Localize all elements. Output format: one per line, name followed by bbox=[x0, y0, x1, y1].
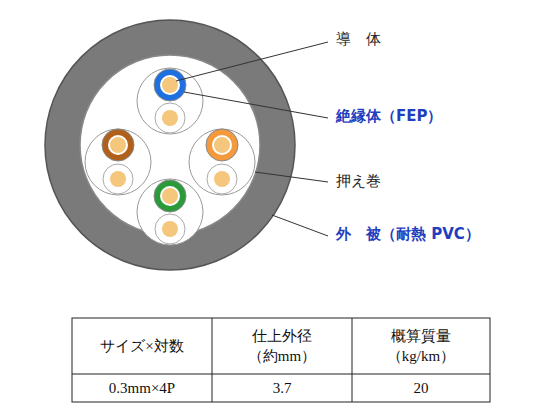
binder-tape bbox=[80, 55, 260, 235]
part-label: 絶縁体（FEP） bbox=[336, 107, 443, 125]
part-label: 外 被（耐熱 PVC） bbox=[336, 225, 480, 243]
part-label: 押え巻 bbox=[336, 172, 381, 190]
outer-sheath bbox=[45, 20, 295, 270]
spec-table bbox=[72, 318, 490, 402]
insulated-conductors bbox=[102, 69, 238, 244]
part-label: 導 体 bbox=[336, 30, 381, 48]
table-cell: サイズ×対数 bbox=[72, 336, 212, 356]
leader-lines bbox=[176, 42, 328, 236]
table-cell: 20 bbox=[352, 378, 490, 398]
table-cell: 0.3mm×4P bbox=[72, 378, 212, 398]
table-cell: 3.7 bbox=[212, 378, 352, 398]
table-cell: 概算質量 （kg/km） bbox=[352, 326, 490, 367]
table-cell: 仕上外径 （約mm） bbox=[212, 326, 352, 367]
pair-circles bbox=[85, 68, 255, 245]
